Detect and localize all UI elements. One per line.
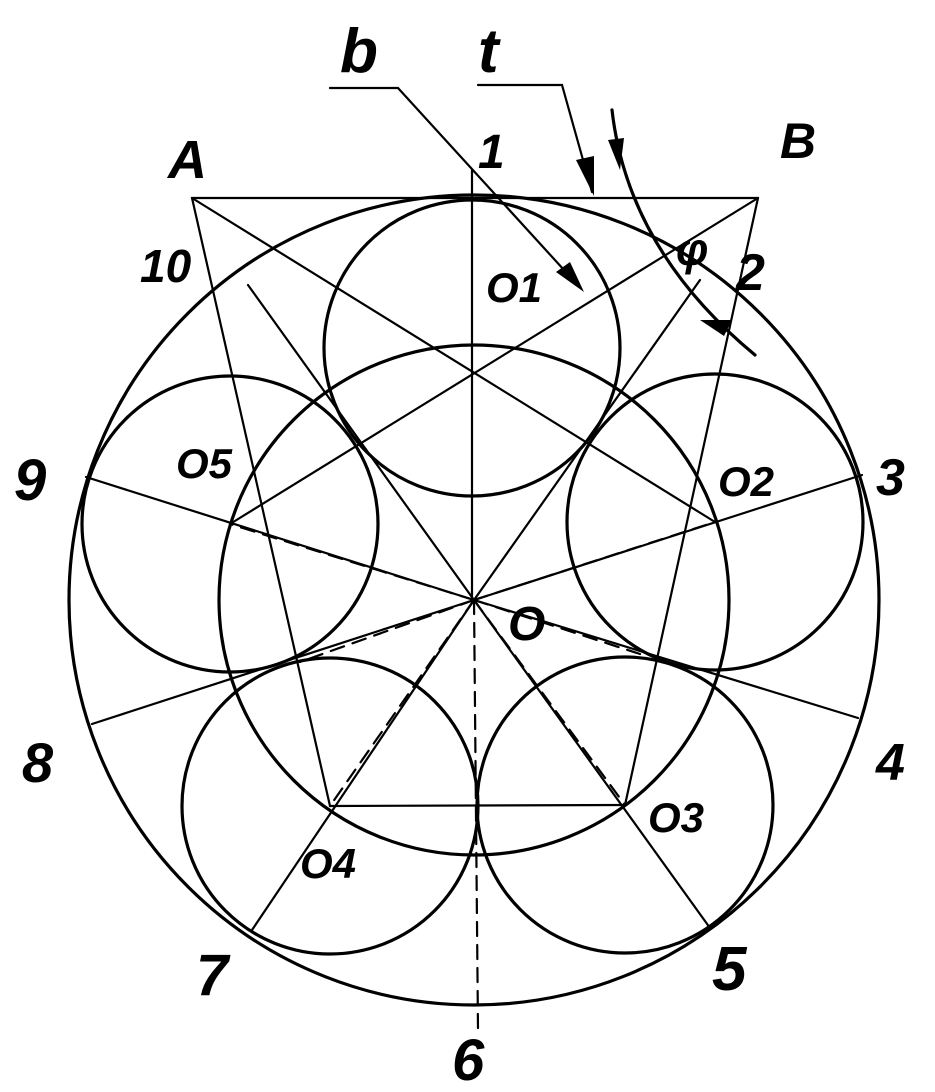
label-point-a: A xyxy=(166,130,207,190)
dashed-o-o5 xyxy=(228,522,476,602)
dashed-o-o4 xyxy=(328,598,476,808)
label-center-o3: O3 xyxy=(648,794,704,841)
segment-o4-o3 xyxy=(328,803,627,808)
label-division-10: 10 xyxy=(140,240,192,292)
radial-line-7 xyxy=(250,598,476,932)
dashed-o-toward-8 xyxy=(298,598,476,664)
label-center-o5: O5 xyxy=(176,440,233,487)
radial-line-5 xyxy=(472,598,712,930)
triangle-side-a-o4 xyxy=(190,196,332,808)
label-phi: φ xyxy=(676,223,708,275)
dashed-o-o2 xyxy=(472,520,717,602)
label-division-3: 3 xyxy=(876,449,905,507)
leader-line-t xyxy=(476,83,594,194)
arrowhead-b xyxy=(556,262,584,292)
triangle-side-b-o3 xyxy=(623,196,760,807)
line-a-o2 xyxy=(190,196,717,524)
label-division-7: 7 xyxy=(196,943,231,1008)
label-b: b xyxy=(340,17,378,86)
label-center-o: O xyxy=(508,598,545,651)
label-point-b: B xyxy=(780,113,816,169)
label-division-2: 2 xyxy=(735,244,765,302)
label-division-1: 1 xyxy=(478,126,505,179)
circle-o5 xyxy=(80,374,380,674)
radial-line-9 xyxy=(84,475,476,602)
label-division-4: 4 xyxy=(875,734,905,792)
radial-line-4 xyxy=(472,598,860,720)
middle-circle xyxy=(217,343,731,857)
axis-1-6-lower xyxy=(472,598,480,1032)
leader-line-b xyxy=(328,86,577,284)
outer-circle xyxy=(67,193,881,1007)
label-center-o1: O1 xyxy=(486,264,542,311)
label-t: t xyxy=(478,17,501,86)
radial-line-8 xyxy=(90,598,476,726)
circle-o2 xyxy=(565,372,865,672)
label-center-o2: O2 xyxy=(718,458,774,505)
dashed-o-o3 xyxy=(472,598,627,807)
label-division-5: 5 xyxy=(712,935,748,1004)
radial-line-2 xyxy=(472,278,702,602)
arrowhead-lower-right xyxy=(700,320,732,336)
dashed-o-toward-4 xyxy=(472,598,642,656)
label-division-6: 6 xyxy=(452,1028,485,1092)
label-division-8: 8 xyxy=(22,731,54,794)
arrowhead-arc xyxy=(608,138,624,170)
label-division-9: 9 xyxy=(14,448,46,513)
arrowhead-t xyxy=(576,156,594,196)
line-b-o5 xyxy=(228,196,760,526)
label-center-o4: O4 xyxy=(300,840,356,887)
